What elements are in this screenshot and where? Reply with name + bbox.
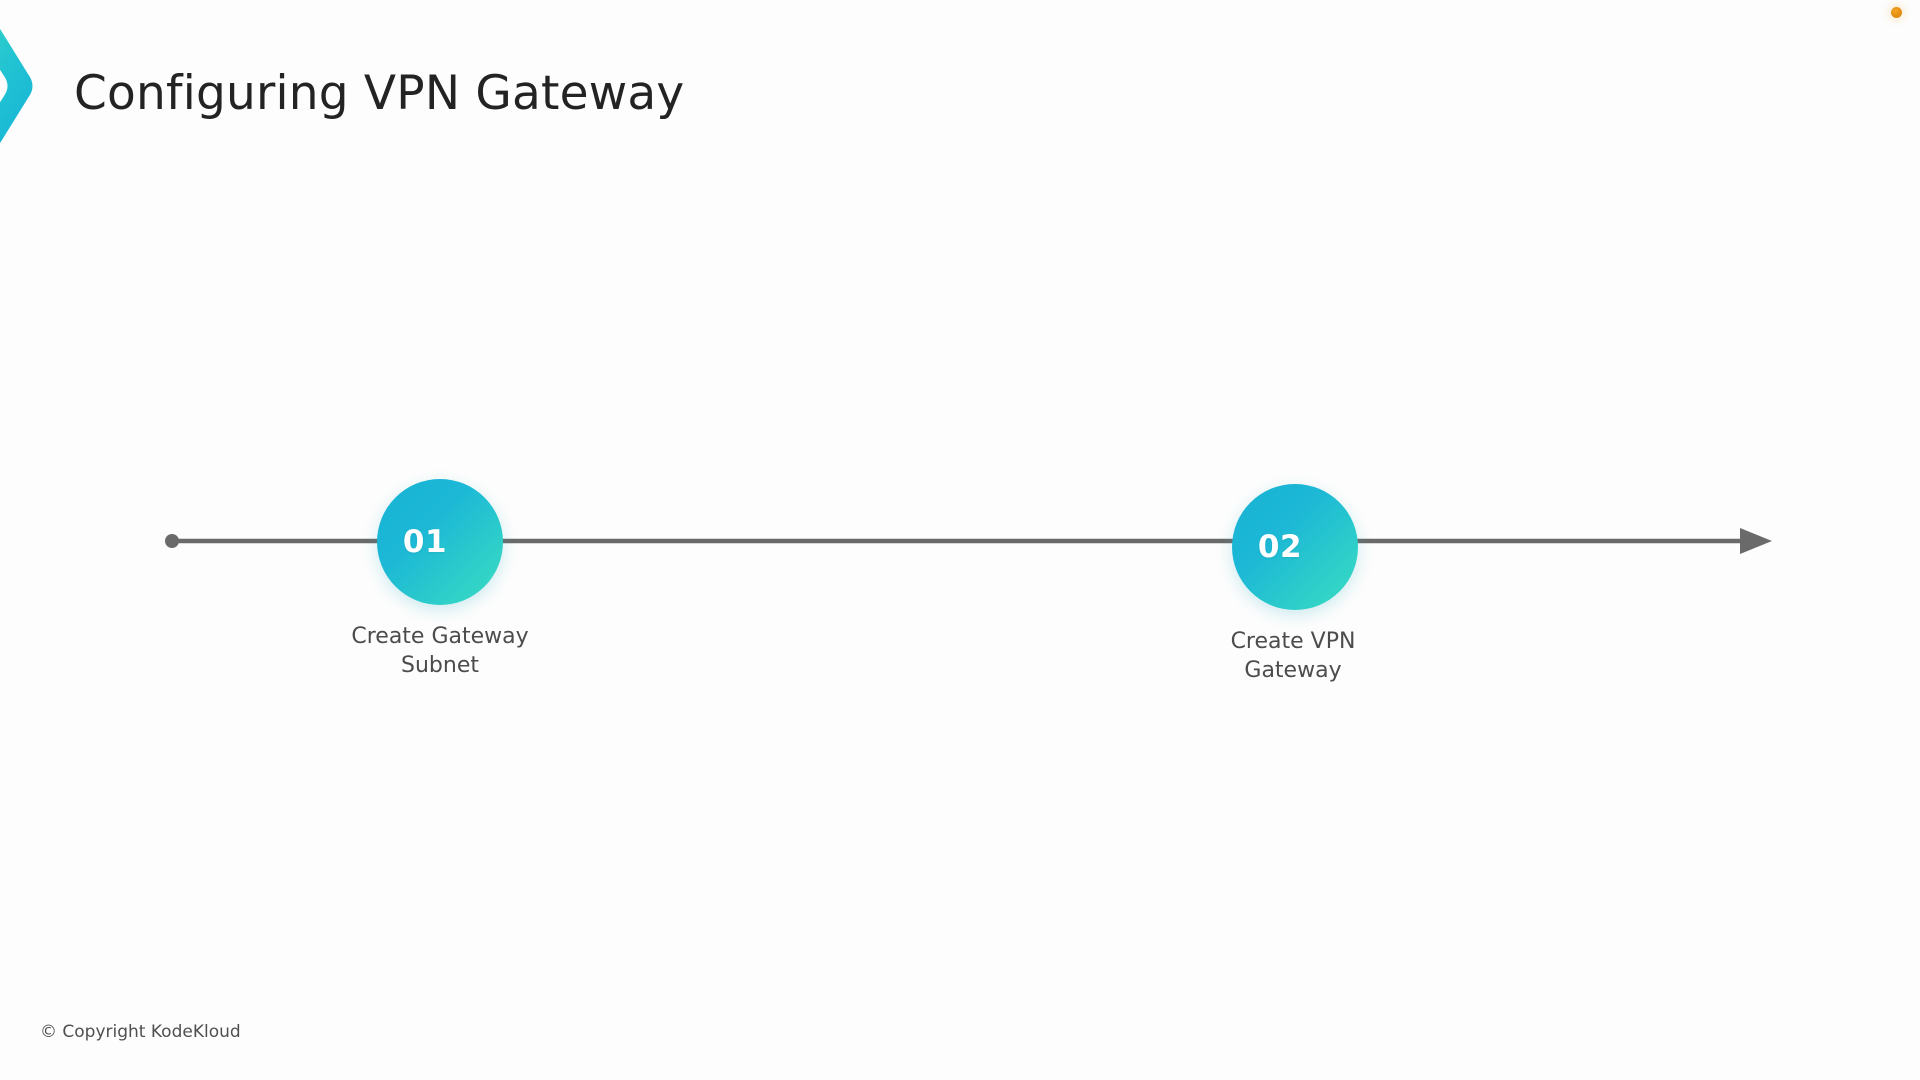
start-dot-icon <box>165 534 179 548</box>
page-title: Configuring VPN Gateway <box>74 66 685 121</box>
timeline-label-02: Create VPN Gateway <box>1143 627 1443 685</box>
timeline-node-01[interactable]: 01 <box>377 479 503 605</box>
copyright-text: © Copyright KodeKloud <box>40 1022 241 1042</box>
end-arrowhead-icon <box>1740 528 1772 554</box>
timeline-label-line2: Subnet <box>401 653 479 679</box>
timeline-label-01: Create Gateway Subnet <box>290 622 590 680</box>
timeline-node-number: 01 <box>402 524 448 560</box>
timeline-node-number: 02 <box>1257 529 1303 565</box>
timeline-label-line2: Gateway <box>1244 658 1342 684</box>
timeline-label-line1: Create VPN <box>1230 629 1356 654</box>
recording-indicator-dot <box>1891 7 1902 18</box>
timeline-node-02[interactable]: 02 <box>1232 484 1358 610</box>
timeline-label-line1: Create Gateway <box>351 624 529 649</box>
